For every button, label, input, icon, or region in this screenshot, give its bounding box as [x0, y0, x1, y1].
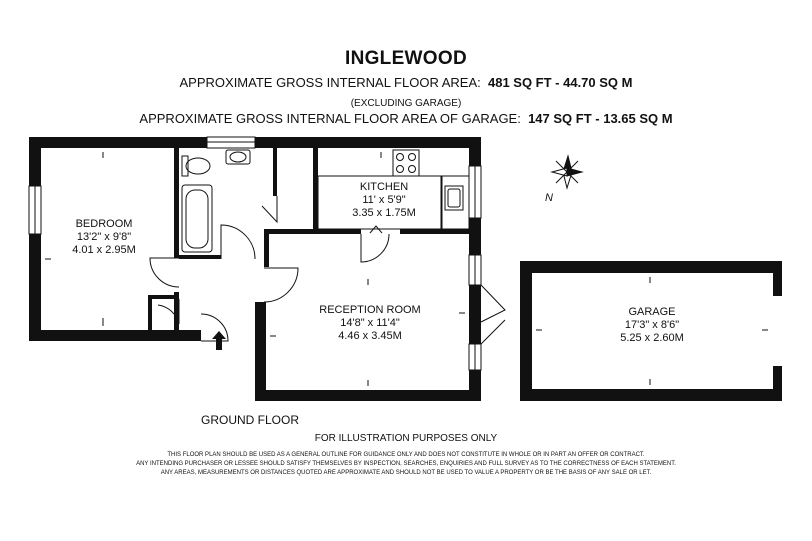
door-reception [263, 267, 299, 303]
bathtub [181, 184, 213, 253]
door-kitchen [360, 233, 390, 263]
wall-kitchen-south-a [264, 229, 361, 234]
disclaimer-line-2: ANY INTENDING PURCHASER OR LESSEE SHOULD… [136, 461, 676, 467]
excluding-garage-note: (EXCLUDING GARAGE) [350, 98, 462, 109]
room-kitchen-metric: 3.35 x 1.75M [352, 207, 416, 219]
room-bedroom: BEDROOM 13'2" x 9'8" 4.01 x 2.95M [72, 218, 136, 257]
toilet-cistern [181, 155, 189, 177]
door-front [200, 313, 229, 342]
garage-wall-east-a [773, 261, 782, 296]
garage-wall-west [520, 261, 532, 401]
wall-south-reception [255, 390, 481, 401]
room-garage-imperial: 17'3" x 8'6" [624, 319, 680, 331]
patio-door-b [480, 319, 506, 345]
garage-area-line: APPROXIMATE GROSS INTERNAL FLOOR AREA OF… [0, 111, 812, 126]
toilet [185, 157, 211, 175]
room-kitchen-name: KITCHEN [359, 181, 409, 193]
door-bedroom [149, 257, 180, 288]
kitchen-counter-line [317, 175, 443, 230]
room-garage-name: GARAGE [628, 306, 676, 318]
kitchen-arrow [369, 225, 383, 234]
room-reception-imperial: 14'8" x 11'4" [340, 317, 400, 329]
room-garage-metric: 5.25 x 2.60M [620, 332, 684, 344]
sink [225, 149, 251, 165]
patio-door-a [480, 284, 506, 323]
room-bedroom-metric: 4.01 x 2.95M [72, 244, 136, 256]
room-bedroom-imperial: 13'2" x 9'8" [76, 231, 132, 243]
room-bedroom-name: BEDROOM [75, 218, 133, 230]
room-kitchen-imperial: 11' x 5'9" [362, 194, 406, 206]
door-cupboard [157, 299, 180, 325]
garage-area-value: 147 SQ FT - 13.65 SQ M [528, 111, 673, 126]
gross-area-label: APPROXIMATE GROSS INTERNAL FLOOR AREA: [179, 75, 481, 90]
disclaimer-line-1: THIS FLOOR PLAN SHOULD BE USED AS A GENE… [167, 452, 645, 458]
room-reception-name: RECEPTION ROOM [319, 304, 421, 316]
gross-area-line: APPROXIMATE GROSS INTERNAL FLOOR AREA: 4… [0, 75, 812, 90]
wall-hall-east [264, 229, 269, 267]
gross-area-value: 481 SQ FT - 44.70 SQ M [487, 75, 633, 90]
garage-wall-south [520, 389, 782, 401]
garage-wall-north [520, 261, 782, 273]
kitchen-counter-side [440, 175, 470, 230]
wall-south-bedroom [29, 330, 201, 341]
wall-west [29, 137, 41, 341]
wall-bath-south [179, 255, 221, 259]
disclaimer-line-3: ANY AREAS, MEASUREMENTS OR DISTANCES QUO… [160, 470, 652, 476]
wall-kitchen-south-b [400, 229, 472, 234]
garage-area-label: APPROXIMATE GROSS INTERNAL FLOOR AREA OF… [139, 111, 521, 126]
room-reception: RECEPTION ROOM 14'8" x 11'4" 4.46 x 3.45… [319, 304, 420, 343]
wall-cupboard [148, 295, 179, 299]
wall-wc [273, 148, 277, 196]
compass-icon [550, 154, 584, 190]
wall-hall-west [174, 292, 179, 332]
room-garage: GARAGE 17'3" x 8'6" 5.25 x 2.60M [620, 306, 684, 345]
door-wc-cupboard [261, 196, 278, 224]
wall-kitchen-west [313, 148, 318, 233]
wall-bath-west [174, 148, 179, 258]
room-kitchen: KITCHEN 11' x 5'9" 3.35 x 1.75M [352, 181, 416, 220]
plan-title: INGLEWOOD [345, 48, 467, 69]
wall-reception-west [255, 302, 266, 401]
wall-cupboard-side [148, 295, 152, 331]
room-reception-metric: 4.46 x 3.45M [338, 330, 402, 342]
floor-label: GROUND FLOOR [201, 413, 300, 427]
compass-north-label: N [545, 192, 553, 204]
kitchen-sink [444, 185, 464, 211]
entrance-arrow-icon [212, 331, 226, 350]
door-bathroom [220, 224, 256, 260]
hob [392, 149, 420, 177]
illustration-note: FOR ILLUSTRATION PURPOSES ONLY [314, 433, 498, 444]
bathtub-inner [185, 189, 209, 249]
garage-wall-east-b [773, 366, 782, 401]
